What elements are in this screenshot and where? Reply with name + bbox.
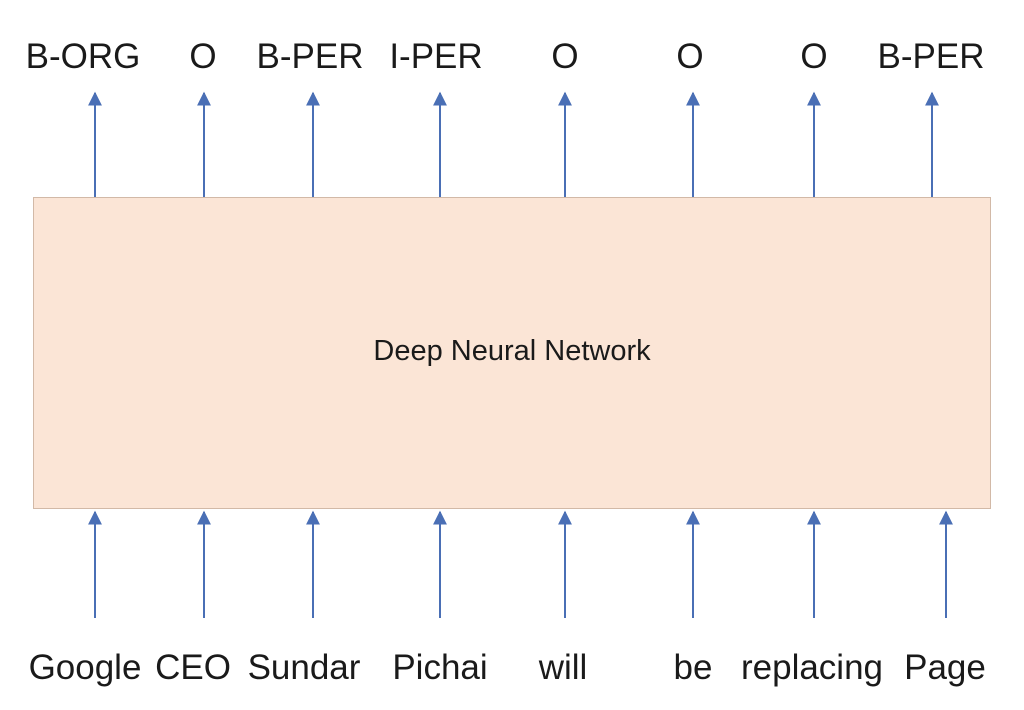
output-tag-2: O xyxy=(189,37,217,76)
input-word-7: replacing xyxy=(740,648,884,687)
input-word-3: Sundar xyxy=(247,648,361,687)
input-word-5: will xyxy=(538,648,588,687)
input-word-2: CEO xyxy=(155,648,231,687)
output-tag-4: I-PER xyxy=(389,37,483,76)
neural-network-label: Deep Neural Network xyxy=(373,335,651,367)
output-tag-6: O xyxy=(676,37,704,76)
output-tag-7: O xyxy=(800,37,828,76)
input-word-1: Google xyxy=(28,648,142,687)
output-tag-3: B-PER xyxy=(256,37,364,76)
output-tag-1: B-ORG xyxy=(25,37,141,76)
neural-network-box: Deep Neural Network xyxy=(33,197,991,509)
input-word-6: be xyxy=(673,648,713,687)
input-word-8: Page xyxy=(904,648,986,687)
output-tag-8: B-PER xyxy=(877,37,985,76)
output-tag-5: O xyxy=(551,37,579,76)
input-word-4: Pichai xyxy=(392,648,488,687)
